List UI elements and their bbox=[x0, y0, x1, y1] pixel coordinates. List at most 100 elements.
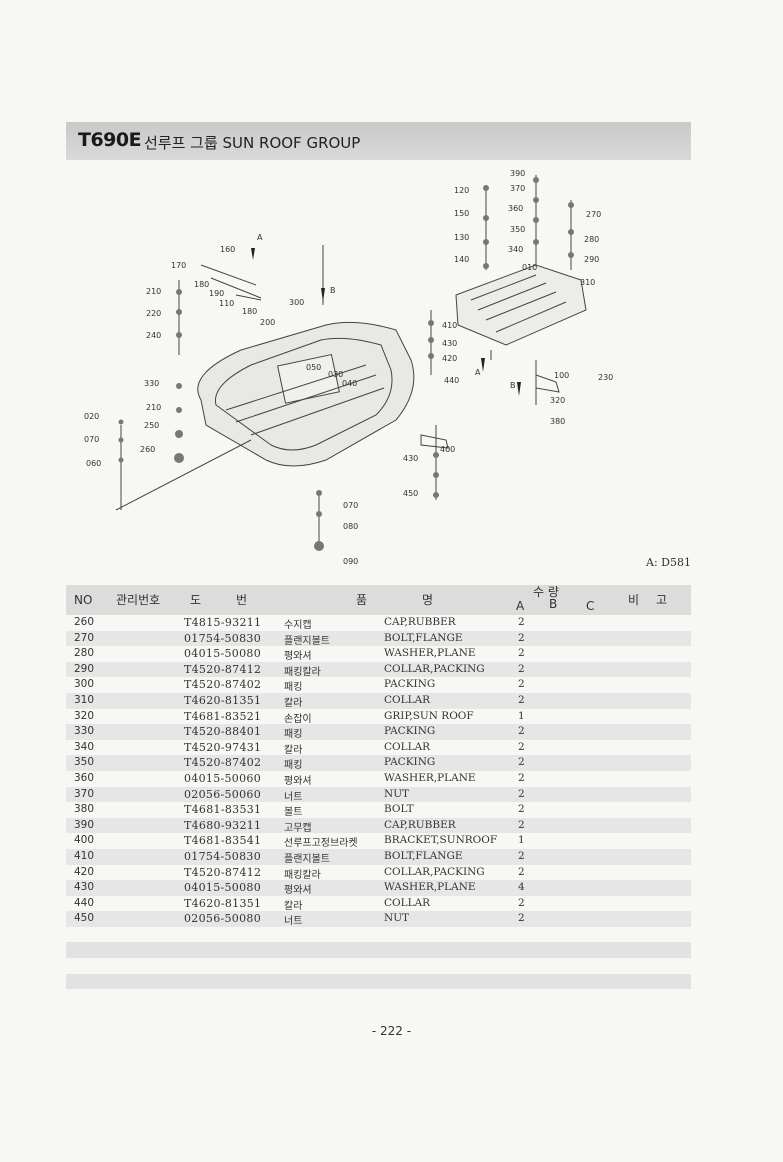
cell-kor: 평와셔 bbox=[284, 651, 312, 663]
callout: 120 bbox=[454, 186, 469, 195]
cell-eng: BOLT,FLANGE bbox=[384, 631, 463, 644]
callout: 060 bbox=[86, 459, 101, 468]
callout: 220 bbox=[146, 309, 161, 318]
callout: 070 bbox=[84, 435, 99, 444]
callout: 250 bbox=[144, 421, 159, 430]
cell-kor: 너트 bbox=[284, 791, 303, 803]
callout: 350 bbox=[510, 225, 525, 234]
cell-qty: 2 bbox=[518, 678, 525, 691]
cell-part: 01754-50830 bbox=[184, 849, 262, 863]
cell-qty: 2 bbox=[518, 865, 525, 878]
callout: 320 bbox=[550, 396, 565, 405]
callout: 150 bbox=[454, 209, 469, 218]
cell-no: 280 bbox=[74, 647, 95, 660]
cell-kor: 플랜지볼트 bbox=[284, 853, 330, 865]
cell-no: 360 bbox=[74, 771, 95, 784]
cell-part: 04015-50060 bbox=[184, 771, 262, 785]
callout: 370 bbox=[510, 184, 525, 193]
cell-no: 410 bbox=[74, 849, 95, 862]
cell-kor: 볼트 bbox=[284, 807, 303, 819]
callout: 030 bbox=[328, 370, 343, 379]
cell-eng: COLLAR,PACKING bbox=[384, 662, 485, 675]
cell-part: 01754-50830 bbox=[184, 631, 262, 645]
cell-qty: 2 bbox=[518, 725, 525, 738]
callout: 090 bbox=[343, 557, 358, 566]
callout: 310 bbox=[580, 278, 595, 287]
cell-qty: 2 bbox=[518, 662, 525, 675]
cell-eng: PACKING bbox=[384, 678, 436, 691]
cell-kor: 패킹 bbox=[284, 729, 303, 741]
cell-eng: NUT bbox=[384, 787, 410, 800]
callout: 210 bbox=[146, 287, 161, 296]
callout: 430 bbox=[442, 339, 457, 348]
callout: 400 bbox=[440, 445, 455, 454]
cell-qty: 2 bbox=[518, 771, 525, 784]
cell-eng: COLLAR bbox=[384, 896, 431, 909]
callout: 360 bbox=[508, 204, 523, 213]
cell-eng: PACKING bbox=[384, 725, 436, 738]
callout: 410 bbox=[442, 321, 457, 330]
cell-no: 310 bbox=[74, 693, 95, 706]
cell-part: T4681-83531 bbox=[184, 803, 262, 817]
callout: 050 bbox=[306, 363, 321, 372]
page-title: 선루프 그룹 SUN ROOF GROUP bbox=[144, 134, 361, 152]
cell-part: 02056-50060 bbox=[184, 787, 262, 801]
callout: 420 bbox=[442, 354, 457, 363]
cell-kor: 패킹 bbox=[284, 760, 303, 772]
empty-row bbox=[66, 958, 691, 974]
callout: B bbox=[510, 381, 516, 390]
cell-kor: 손잡이 bbox=[284, 713, 312, 725]
cell-no: 440 bbox=[74, 896, 95, 909]
cell-qty: 2 bbox=[518, 818, 525, 831]
header-beon: 번 bbox=[236, 593, 248, 607]
cell-part: T4681-83521 bbox=[184, 709, 262, 723]
cell-no: 300 bbox=[74, 678, 95, 691]
exploded-diagram: 390 120 370 150 360 270 130 350 280 340 … bbox=[84, 169, 613, 566]
cell-part: T4520-87412 bbox=[184, 865, 262, 879]
cell-eng: BOLT,FLANGE bbox=[384, 849, 463, 862]
page-number: - 222 - bbox=[371, 1024, 412, 1038]
cell-part: T4680-93211 bbox=[184, 818, 262, 832]
cell-kor: 수지캡 bbox=[284, 620, 312, 631]
cell-no: 420 bbox=[74, 865, 95, 878]
empty-row bbox=[66, 927, 691, 943]
cell-part: T4620-81351 bbox=[184, 693, 262, 707]
empty-row bbox=[66, 973, 691, 990]
callout: 180 bbox=[194, 280, 209, 289]
cell-eng: CAP,RUBBER bbox=[384, 818, 456, 831]
header-b: B bbox=[549, 597, 558, 611]
cell-kor: 패킹 bbox=[284, 682, 303, 694]
cell-kor: 패킹칼라 bbox=[284, 666, 321, 678]
callout: 260 bbox=[140, 445, 155, 454]
callout: 390 bbox=[510, 169, 525, 178]
cell-part: T4520-87402 bbox=[184, 678, 262, 692]
cell-no: 390 bbox=[74, 818, 95, 831]
cell-part: 02056-50080 bbox=[184, 912, 262, 926]
callout: 140 bbox=[454, 255, 469, 264]
cell-qty: 2 bbox=[518, 647, 525, 660]
cell-kor: 평와셔 bbox=[284, 885, 312, 897]
cell-eng: COLLAR,PACKING bbox=[384, 865, 485, 878]
cell-kor: 칼라 bbox=[284, 697, 303, 709]
callout: 200 bbox=[260, 318, 275, 327]
callout: 070 bbox=[343, 501, 358, 510]
table-row: 300 T4520-87402 패킹 PACKING 2 bbox=[66, 677, 691, 693]
cell-no: 380 bbox=[74, 803, 95, 816]
cell-eng: WASHER,PLANE bbox=[384, 881, 476, 894]
cell-no: 370 bbox=[74, 787, 95, 800]
cell-kor: 너트 bbox=[284, 916, 303, 928]
cell-part: T4815-93211 bbox=[184, 616, 262, 629]
cell-no: 400 bbox=[74, 834, 95, 847]
callout: 110 bbox=[219, 299, 234, 308]
title-bar: T690E 선루프 그룹 SUN ROOF GROUP bbox=[66, 122, 691, 160]
cell-eng: BOLT bbox=[384, 803, 414, 816]
